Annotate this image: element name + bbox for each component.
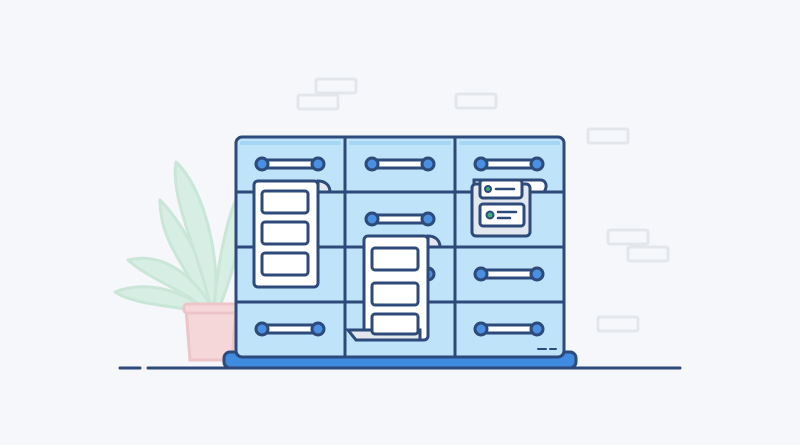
drawer-handle-icon[interactable] <box>254 156 326 172</box>
document-icon <box>344 234 442 342</box>
brick-icon <box>606 228 650 246</box>
brick-icon <box>586 127 630 145</box>
document-rows <box>370 246 420 336</box>
document-rows <box>260 189 310 277</box>
document-icon <box>470 178 548 238</box>
brick-icon <box>626 245 670 263</box>
brick-icon <box>596 315 640 333</box>
drawer-handle-icon[interactable] <box>254 321 326 337</box>
drawer-handle-icon[interactable] <box>364 211 436 227</box>
brick-icon <box>454 92 498 110</box>
brick-icon <box>314 77 358 95</box>
plant-pot-rim <box>182 302 240 315</box>
drawer-handle-icon[interactable] <box>473 156 545 172</box>
drawer-handle-icon[interactable] <box>473 321 545 337</box>
drawer-handle-icon[interactable] <box>364 156 436 172</box>
wall-bricks <box>296 77 670 333</box>
document-row <box>478 202 526 228</box>
brick-icon <box>296 93 340 111</box>
document-icon <box>252 179 332 289</box>
drawer-handle-icon[interactable] <box>473 266 545 282</box>
